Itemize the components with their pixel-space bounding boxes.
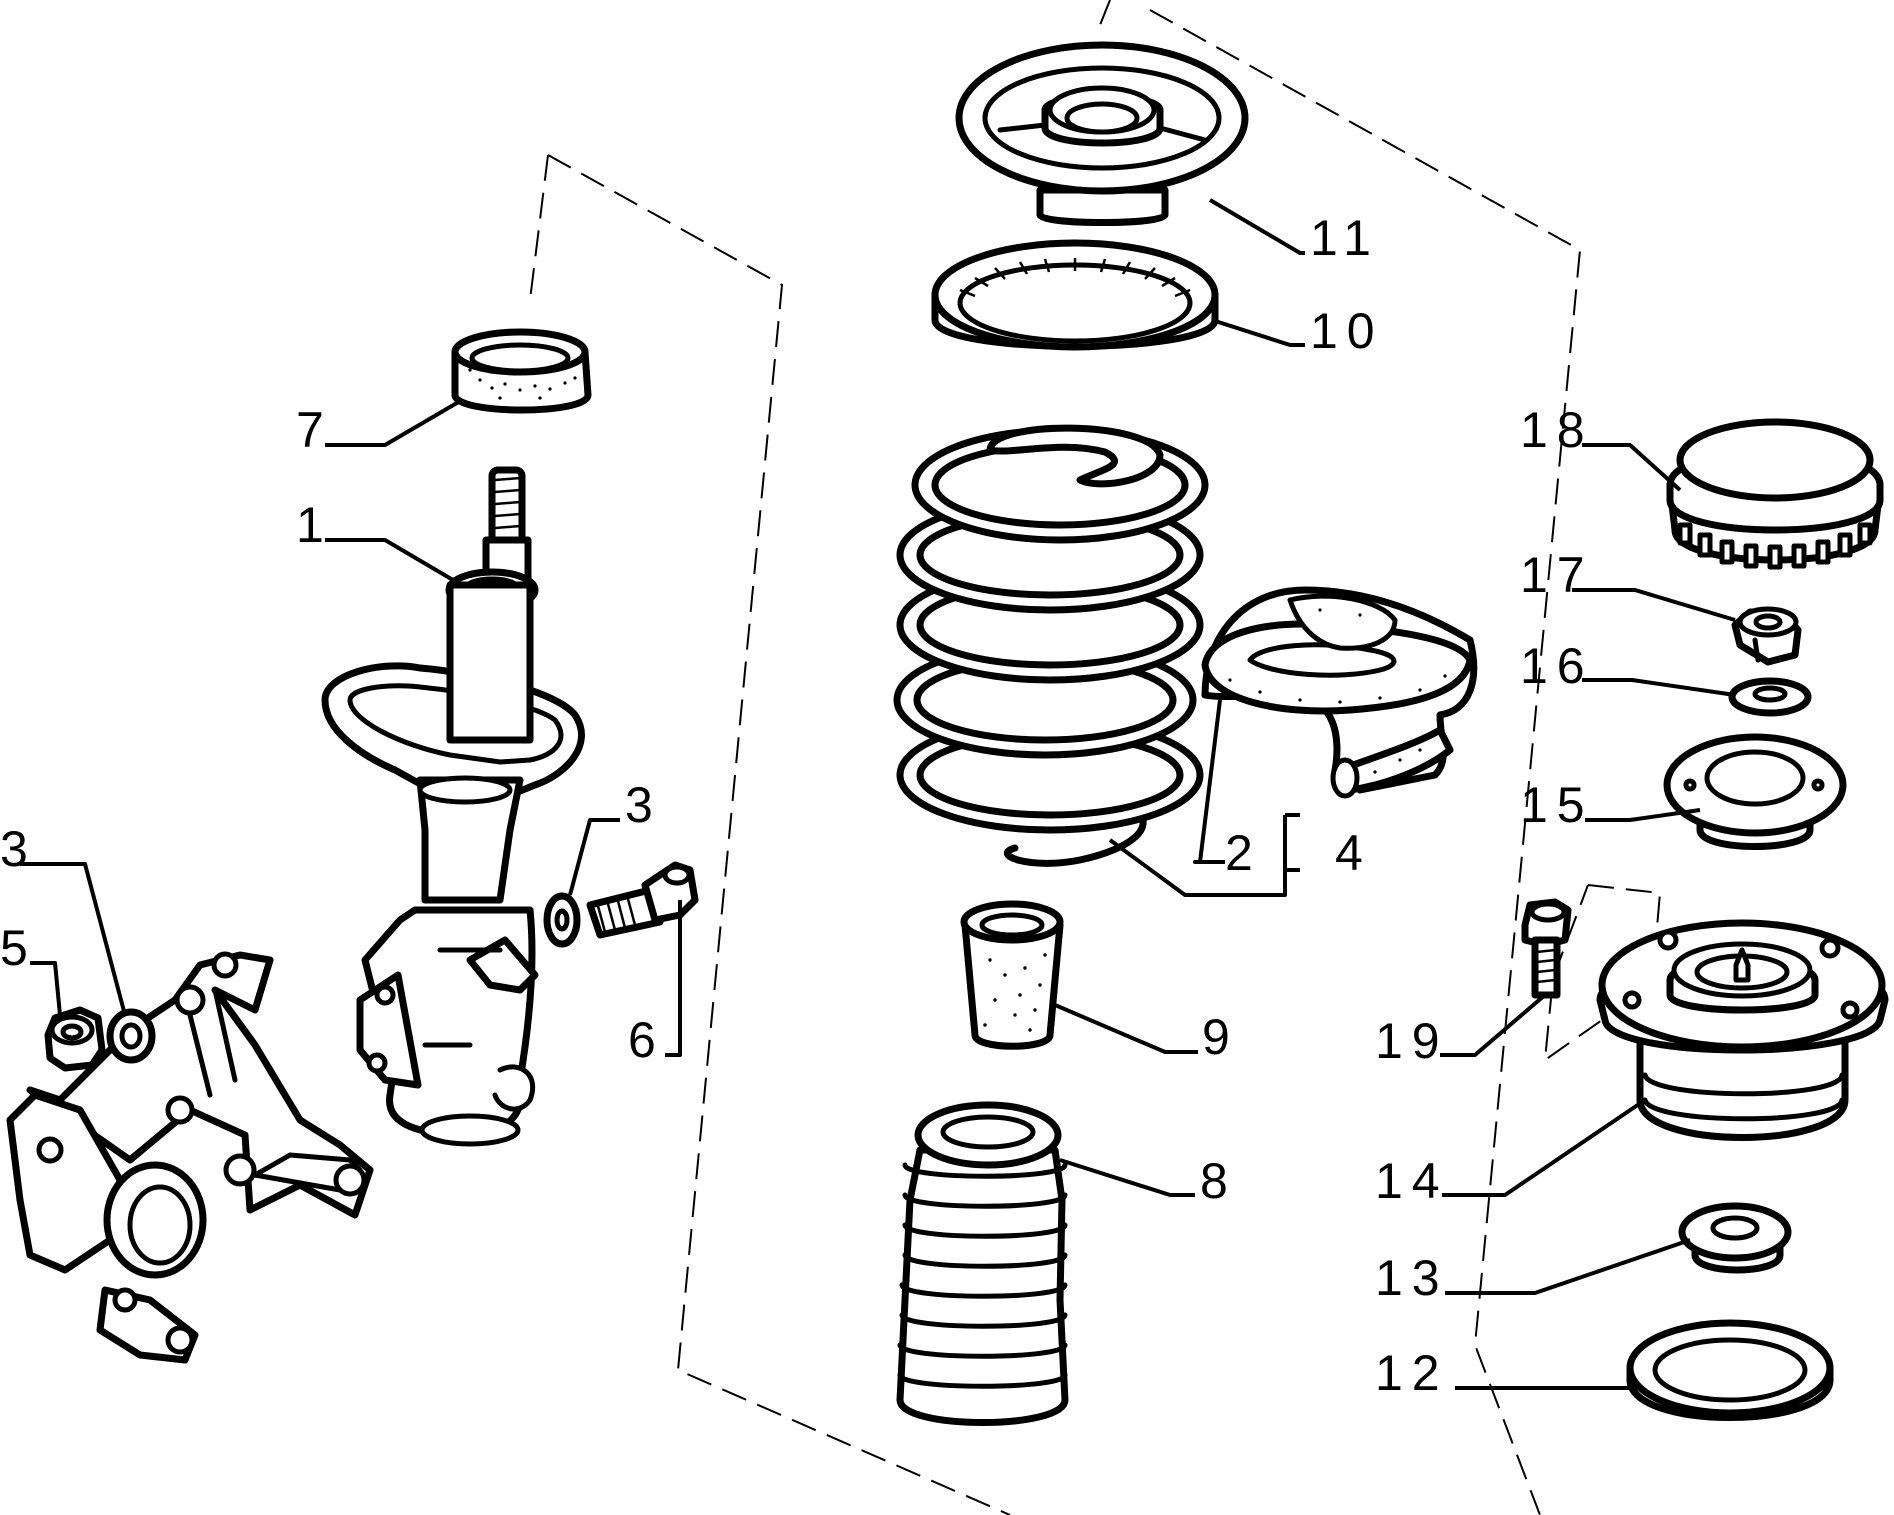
- label-part-8: 8: [1200, 1153, 1237, 1209]
- label-part-3-left: 3: [0, 821, 37, 877]
- seal-ring-icon: [1626, 1319, 1834, 1421]
- label-part-7: 7: [296, 402, 333, 458]
- label-part-10: 10: [1310, 303, 1384, 359]
- strut-bearing-icon: [1663, 733, 1847, 850]
- lock-nut-icon: [1731, 606, 1802, 666]
- label-part-16: 16: [1520, 638, 1594, 694]
- bushing-icon: [1678, 1202, 1792, 1274]
- strut-mount-icon: [955, 41, 1249, 226]
- label-part-2: 2: [1225, 825, 1262, 881]
- label-part-14: 14: [1375, 1153, 1449, 1209]
- callout-labels: 7 1 3 5 3 6 11 10 2 4 9 8 18 17 16 15 19…: [0, 210, 1594, 1401]
- dust-cap-icon: [451, 328, 592, 414]
- coil-spring-icon: [893, 424, 1209, 867]
- label-part-13: 13: [1375, 1250, 1449, 1306]
- bolt-washer-icon: [543, 861, 699, 948]
- label-part-11: 11: [1310, 210, 1380, 266]
- label-part-15: 15: [1520, 777, 1594, 833]
- label-part-12: 12: [1375, 1345, 1449, 1401]
- washer-small-icon: [1728, 677, 1812, 717]
- label-part-17: 17: [1520, 547, 1594, 603]
- leader-lines: [20, 198, 1736, 1390]
- shock-absorber-icon: [321, 466, 585, 1147]
- spring-insulator-icon: [1201, 586, 1478, 799]
- label-part-4: 4: [1335, 825, 1372, 881]
- label-part-5: 5: [0, 920, 37, 976]
- top-mount-assembly-icon: [1596, 919, 1889, 1141]
- steering-knuckle-icon: [6, 951, 374, 1364]
- nut-icon: [44, 1006, 106, 1072]
- label-part-3-mid: 3: [625, 777, 662, 833]
- spring-seat-icon: [931, 239, 1219, 351]
- mount-cap-icon: [1666, 418, 1884, 570]
- label-part-6: 6: [628, 1012, 665, 1068]
- washer-icon: [106, 1008, 156, 1064]
- label-part-18: 18: [1520, 402, 1594, 458]
- label-part-9: 9: [1202, 1009, 1239, 1065]
- label-part-19: 19: [1375, 1013, 1449, 1069]
- mount-bolt-icon: [1521, 898, 1572, 999]
- bump-stop-icon: [960, 900, 1064, 1050]
- dust-boot-icon: [896, 1101, 1069, 1426]
- label-part-1: 1: [296, 497, 333, 553]
